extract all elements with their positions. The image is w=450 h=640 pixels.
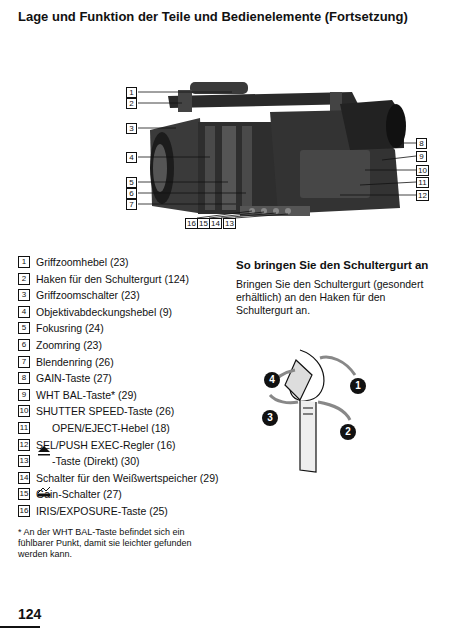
callout-number: 9 — [416, 151, 427, 162]
list-number: 8 — [18, 372, 30, 384]
list-number: 4 — [18, 306, 30, 318]
list-number: 3 — [18, 289, 30, 301]
step-number: 1 — [350, 378, 366, 394]
list-number: 1 — [18, 256, 30, 268]
list-number: 7 — [18, 356, 30, 368]
page-title: Lage und Funktion der Teile und Bedienel… — [18, 10, 408, 25]
callout-number: 13 — [223, 218, 236, 229]
callout-number: 1 — [126, 87, 137, 98]
callout-number: 2 — [126, 98, 137, 109]
part-name: Haken für den Schultergurt (124) — [36, 273, 189, 285]
list-number: 13 — [18, 455, 30, 467]
list-number: 14 — [18, 472, 30, 484]
list-number: 2 — [18, 273, 30, 285]
callout-number: 3 — [126, 123, 137, 134]
step-number: 4 — [264, 372, 280, 388]
callout-number: 8 — [416, 138, 427, 149]
section-heading: So bringen Sie den Schultergurt an — [236, 259, 428, 272]
part-name: GAIN-Taste (27) — [36, 372, 112, 384]
part-name: WHT BAL-Taste* (29) — [36, 389, 137, 401]
instruction-text: Bringen Sie den Schultergurt (gesondert … — [236, 278, 426, 317]
part-name: Zoomring (23) — [36, 339, 102, 351]
part-name: Schalter für den Weißwertspeicher (29) — [36, 472, 218, 484]
callout-number: 4 — [126, 152, 137, 163]
list-number: 10 — [18, 405, 30, 417]
callout-number: 11 — [416, 177, 429, 188]
footnote: * An der WHT BAL-Taste befindet sich ein… — [18, 527, 214, 559]
step-number: 3 — [262, 410, 278, 426]
list-number: 12 — [18, 439, 30, 451]
part-name: SEL/PUSH EXEC-Regler (16) — [36, 439, 175, 451]
step-number: 2 — [340, 424, 356, 440]
part-name: Griffzoomschalter (23) — [36, 289, 140, 301]
list-number: 6 — [18, 339, 30, 351]
part-name: SHUTTER SPEED-Taste (26) — [36, 405, 174, 417]
list-number: 5 — [18, 322, 30, 334]
callout-number: 12 — [416, 190, 429, 201]
page-number: 124 — [18, 606, 41, 622]
callout-number: 10 — [416, 165, 429, 176]
part-name: Objektivabdeckungshebel (9) — [36, 306, 172, 318]
page-rule — [0, 626, 40, 628]
callout-number: 5 — [126, 177, 137, 188]
list-number: 11 — [18, 422, 30, 434]
part-name: Blendenring (26) — [36, 356, 114, 368]
part-name: Griffzoomhebel (23) — [36, 256, 129, 268]
list-number: 16 — [18, 505, 30, 517]
strap-illustration — [270, 350, 355, 472]
list-number: 15 — [18, 488, 30, 500]
part-name: Gain-Schalter (27) — [36, 488, 122, 500]
leader-lines — [138, 92, 416, 218]
callout-number: 7 — [126, 199, 137, 210]
part-name: -Taste (Direkt) (30) — [52, 455, 140, 467]
camcorder-illustration — [150, 82, 406, 216]
part-name: OPEN/EJECT-Hebel (18) — [52, 422, 170, 434]
list-number: 9 — [18, 389, 30, 401]
callout-number: 14 — [209, 218, 222, 229]
part-name: IRIS/EXPOSURE-Taste (25) — [36, 505, 168, 517]
part-name: Fokusring (24) — [36, 322, 104, 334]
callout-number: 6 — [126, 188, 137, 199]
